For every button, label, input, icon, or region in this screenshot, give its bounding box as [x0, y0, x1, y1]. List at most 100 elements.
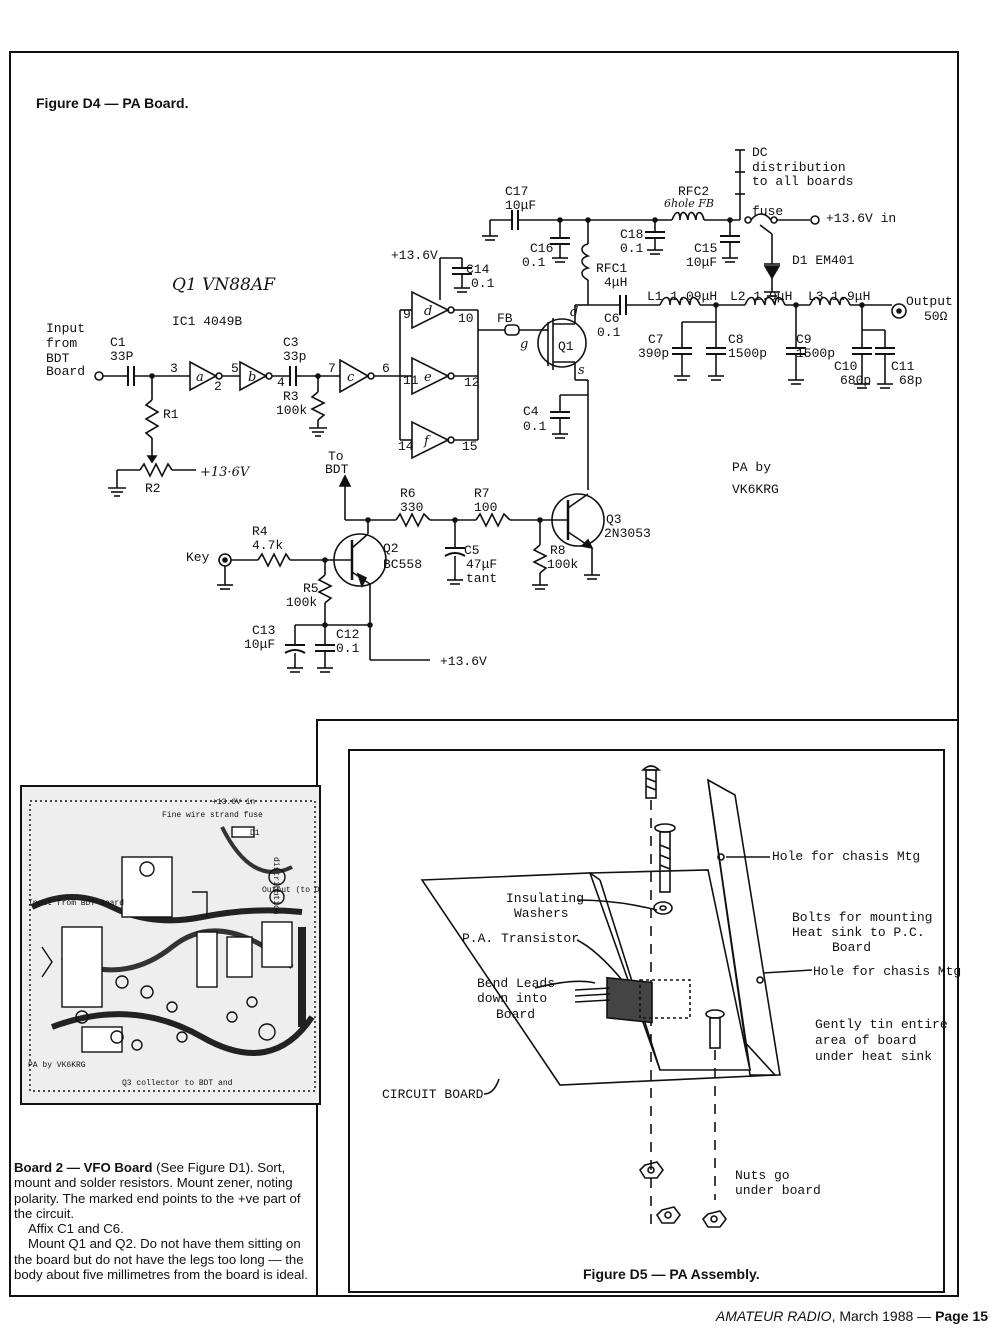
pin-14: 14	[398, 439, 414, 454]
photo-label-d1: D1	[250, 829, 260, 838]
r8-resistor	[532, 544, 548, 574]
l2-inductor	[744, 296, 786, 306]
inverter-b	[239, 360, 268, 392]
d1-diode	[763, 265, 781, 280]
c6-value: 0.1	[597, 325, 621, 340]
washer-1	[653, 901, 673, 915]
r7-resistor	[475, 512, 511, 528]
r8-value: 100k	[547, 557, 578, 572]
r4-label: R4	[252, 524, 268, 539]
mounting-hole-2	[756, 976, 764, 984]
rfc1-label: RFC1	[596, 261, 627, 276]
photo-label-supply: +13.6V in	[212, 798, 255, 807]
c3-value: 33p	[283, 349, 306, 364]
page-footer: AMATEUR RADIO, March 1988 — Page 15	[716, 1308, 988, 1324]
rfc1-choke	[581, 243, 591, 281]
c6-label: C6	[604, 311, 620, 326]
inverter-f	[411, 420, 450, 460]
dc-label-2: distribution	[752, 160, 846, 175]
r3-label: R3	[283, 389, 299, 404]
to-bdt-label: To	[328, 449, 344, 464]
photo-label-dist: distribution	[271, 857, 280, 915]
gate-d: d	[424, 304, 432, 319]
supply-label-bottom: +13.6V	[440, 654, 487, 669]
inverter-c	[339, 358, 370, 394]
c10-value: 680p	[840, 373, 871, 388]
pa-by-label: PA by	[732, 460, 771, 475]
pcb-layout-drawing: +13.6V in Fine wire strand fuse D1 Outpu…	[22, 787, 319, 1103]
c16-value: 0.1	[522, 255, 546, 270]
l1-label: L1 1.09μH	[647, 289, 717, 304]
q3-value: 2N3053	[604, 526, 651, 541]
input-label-2: from	[46, 336, 77, 351]
dc-label-3: to all boards	[752, 174, 853, 189]
board2-para2: Affix C1 and C6.	[28, 1221, 124, 1237]
l3-inductor	[809, 296, 851, 306]
c5-value: 47μF	[466, 557, 497, 572]
r4-resistor	[257, 552, 291, 568]
rfc2-label: RFC2	[678, 184, 709, 199]
c9-value: 1500p	[796, 346, 835, 361]
rfc2-note: 6hole FB	[664, 197, 714, 210]
r2-label: R2	[145, 481, 161, 496]
fuse	[750, 213, 772, 221]
nut-1	[638, 1161, 664, 1179]
nut-2	[655, 1206, 681, 1224]
r7-label: R7	[474, 486, 490, 501]
c14-value: 0.1	[471, 276, 495, 291]
bolt-top-head	[641, 765, 661, 771]
pin-7: 7	[328, 361, 336, 376]
gate-e: e	[424, 370, 432, 385]
r4-value: 4.7k	[252, 538, 283, 553]
pin-4: 4	[277, 375, 285, 390]
inverter-e	[411, 356, 450, 396]
supply-label-top: +13.6V	[391, 248, 438, 263]
c13-value: 10μF	[244, 637, 275, 652]
pin-2: 2	[214, 379, 222, 394]
nut-3	[701, 1210, 727, 1228]
board2-instructions: Board 2 — VFO Board (See Figure D1). Sor…	[14, 1160, 320, 1282]
l2-label: L2 1.9μH	[730, 289, 792, 304]
c8-label: C8	[728, 332, 744, 347]
hole-1-label: Hole for chasis Mtg	[772, 849, 920, 864]
r3-resistor	[310, 391, 326, 421]
c7-value: 390p	[638, 346, 669, 361]
tin-label-1: Gently tin entire	[815, 1017, 948, 1032]
gate-c: c	[347, 370, 355, 385]
pin-6: 6	[382, 361, 390, 376]
output-impedance: 50Ω	[924, 309, 948, 324]
rfc2-choke	[671, 211, 705, 221]
board2-heading: Board 2 — VFO Board	[14, 1160, 153, 1175]
vk6krg-label: VK6KRG	[732, 482, 779, 497]
photo-label-fuse: Fine wire strand fuse	[162, 811, 263, 820]
q1-note: Q1 VN88AF	[172, 275, 276, 295]
board2-para1: (See Figure D1). Sort, mount and solder …	[14, 1160, 301, 1221]
figure-d5-caption: Figure D5 — PA Assembly.	[583, 1266, 760, 1282]
pin-11: 11	[403, 373, 419, 388]
hole-2-label: Hole for chasis Mtg	[813, 964, 961, 979]
c5-label: C5	[464, 543, 480, 558]
bend-leads-label-2: down into	[477, 991, 547, 1006]
c7-label: C7	[648, 332, 664, 347]
c16-label: C16	[530, 241, 553, 256]
input-label-3: BDT	[46, 351, 70, 366]
photo-label-output: Output (to OSK)	[262, 886, 319, 895]
c18-value: 0.1	[620, 241, 644, 256]
bend-leads-label-3: Board	[496, 1007, 535, 1022]
bolts-label-1: Bolts for mounting	[792, 910, 932, 925]
r5-value: 100k	[286, 595, 317, 610]
key-label: Key	[186, 550, 210, 565]
c4-value: 0.1	[523, 419, 547, 434]
c10-label: C10	[834, 359, 857, 374]
pa-transistor-body	[606, 976, 653, 1024]
input-label-4: Board	[46, 364, 85, 379]
r3-value: 100k	[276, 403, 307, 418]
tin-label-3: under heat sink	[815, 1049, 932, 1064]
bend-leads-label-1: Bend Leads	[477, 976, 555, 991]
inverter-a	[189, 360, 218, 392]
c11-value: 68p	[899, 373, 922, 388]
pin-9: 9	[403, 307, 411, 322]
inverter-d	[411, 290, 450, 330]
c13-label: C13	[252, 623, 275, 638]
